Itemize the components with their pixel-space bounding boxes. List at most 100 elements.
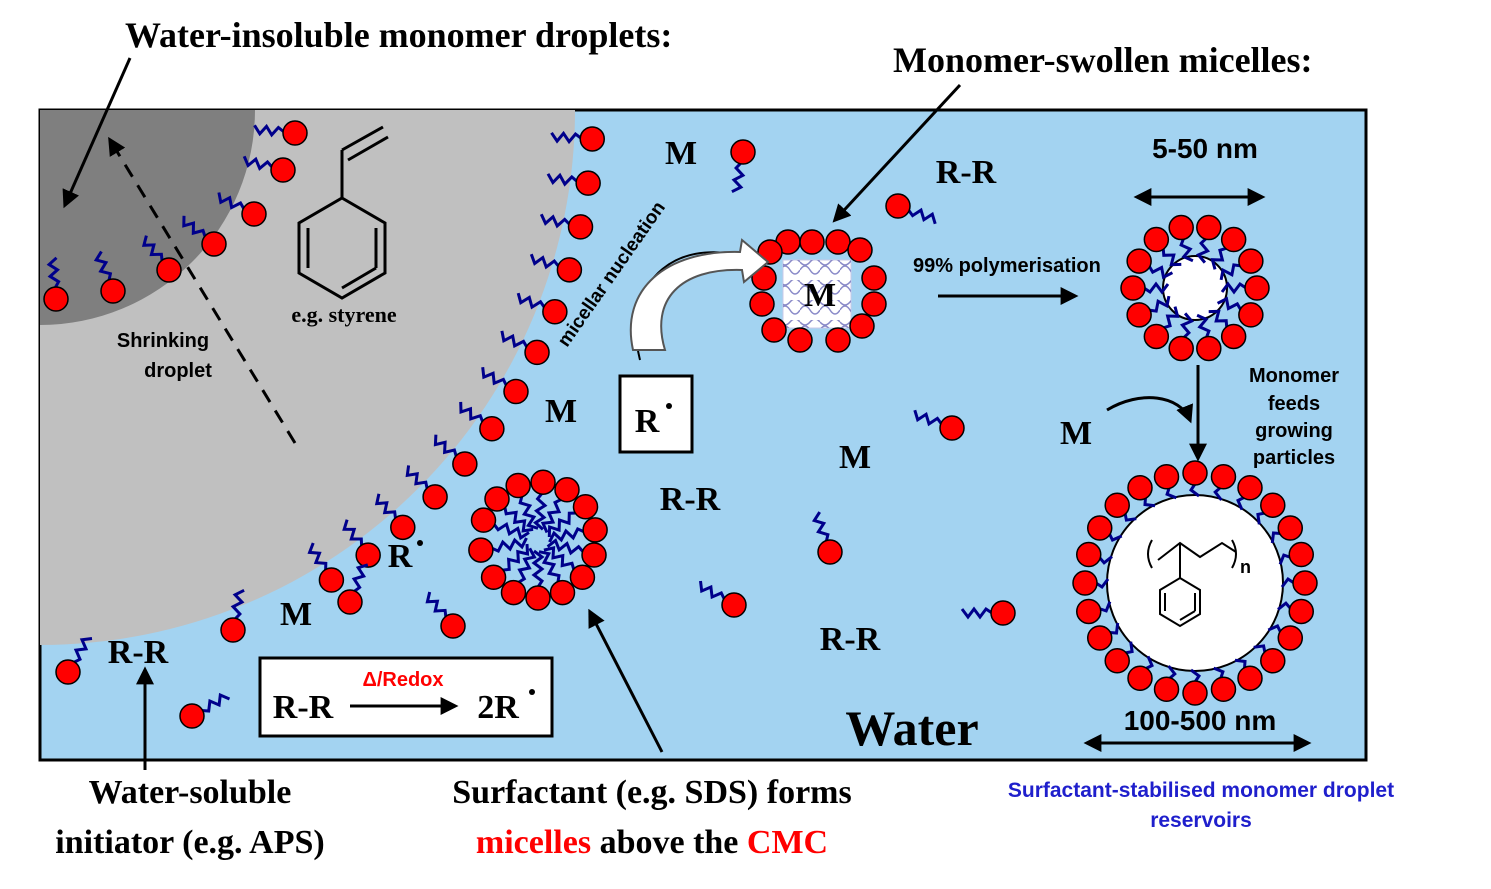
- dimer-label-2: R-R: [660, 481, 721, 518]
- reaction-condition: Δ/Redox: [362, 669, 443, 691]
- swollen-micelle-monomer: M: [804, 277, 836, 314]
- surfactant-head: [581, 542, 607, 568]
- radical-dot-free: [417, 540, 423, 546]
- surfactant-tail: [425, 591, 448, 618]
- surfactant-tail: [1179, 312, 1195, 339]
- surfactant-head: [484, 486, 510, 512]
- micelles-title-arrow: [832, 83, 962, 223]
- surfactant-head: [575, 170, 601, 196]
- surfactant-tail: [1124, 641, 1134, 655]
- small-particle-heads: [1120, 214, 1270, 362]
- surfactant-tail: [529, 253, 561, 270]
- free-micelle: [468, 469, 608, 611]
- surfactant-head: [1292, 570, 1318, 596]
- surfactant-head: [1120, 275, 1146, 301]
- surfactant-tail: [517, 547, 537, 584]
- radical-box: [618, 374, 694, 454]
- surfactant-head: [179, 703, 205, 729]
- surfactant-head: [730, 139, 756, 165]
- surfactant-head: [1238, 302, 1264, 328]
- cmc-highlight: CMC: [747, 824, 828, 861]
- surfactant-tail: [1143, 497, 1156, 508]
- surfactant-tail: [1216, 296, 1243, 311]
- surfactant-head: [1126, 248, 1152, 274]
- surfactant-head: [990, 600, 1016, 626]
- surfactant-tail: [550, 130, 583, 145]
- surfactant-head: [480, 564, 507, 591]
- surfactant-head: [554, 477, 580, 503]
- surfactant-head: [468, 537, 494, 563]
- surfactant-head: [270, 157, 296, 183]
- surfactant-head: [556, 257, 583, 283]
- surfactant-head: [524, 339, 550, 366]
- surfactant-head: [505, 472, 531, 499]
- surfactant-tail: [405, 465, 429, 490]
- surfactant-tail: [253, 123, 285, 138]
- initiator-caption-2: initiator (e.g. APS): [55, 824, 324, 861]
- surfactant-tail: [1161, 248, 1182, 267]
- feeds-label-3: growing: [1255, 420, 1333, 442]
- surfactant-tail: [1167, 665, 1177, 680]
- surfactant-head: [55, 659, 81, 685]
- surfactant-tail: [374, 493, 398, 520]
- polystyrene-structure: [1147, 539, 1237, 628]
- surfactant-tail: [217, 192, 246, 210]
- surfactant-head: [787, 327, 813, 353]
- surfactant-head: [749, 291, 775, 317]
- surfactant-tail: [516, 292, 546, 310]
- styrene-structure: [297, 125, 389, 300]
- shrinking-label-1: Shrinking: [117, 330, 209, 352]
- surfactant-tail: [1143, 281, 1170, 295]
- surfactant-tail: [230, 588, 245, 621]
- reaction-box: [258, 656, 554, 738]
- surfactant-tail: [433, 434, 458, 458]
- surfactant-head: [479, 416, 505, 442]
- surfactant-head: [1237, 665, 1263, 692]
- surfactant-tail: [1188, 483, 1200, 498]
- surfactant-head: [530, 469, 556, 495]
- surfactant-head: [825, 229, 851, 255]
- dimer-label-4: R-R: [108, 634, 169, 671]
- surfactant-head: [1210, 676, 1237, 703]
- surfactant-tail: [459, 401, 485, 423]
- surfactant-tail: [907, 207, 937, 225]
- feeds-label-4: particles: [1253, 447, 1335, 469]
- surfactant-tail: [1165, 486, 1177, 500]
- surfactant-head: [1244, 275, 1270, 301]
- surfactant-tail: [546, 538, 585, 556]
- surfactant-head: [567, 214, 594, 240]
- surfactant-tail: [811, 511, 830, 543]
- surfactant-head: [1238, 248, 1264, 274]
- surfactant-head: [1168, 335, 1194, 362]
- surfactant-head: [201, 231, 227, 257]
- surfactant-tail: [492, 521, 530, 541]
- surfactant-head: [503, 378, 529, 405]
- surfactant-head: [1075, 541, 1102, 568]
- dimer-label-3: R-R: [820, 621, 881, 658]
- radical-label-free: R: [388, 538, 413, 575]
- surfactant-tail: [1256, 511, 1266, 525]
- surfactant-tail: [141, 235, 164, 262]
- surfactant-tail: [539, 213, 571, 229]
- water-label: Water: [845, 700, 978, 756]
- surfactant-head: [849, 313, 875, 339]
- surfactant-tail: [1213, 666, 1225, 680]
- polystyrene-n: n: [1240, 557, 1251, 577]
- surfactant-tail: [1195, 237, 1211, 264]
- surfactant-tail: [1190, 668, 1202, 683]
- surfactant-head: [825, 327, 851, 353]
- surfactant-tail: [481, 367, 508, 387]
- surfactant-caption-2: micelles above the CMC: [476, 824, 828, 861]
- surfactant-tail: [1196, 313, 1211, 339]
- shrinking-arrow: [108, 136, 297, 444]
- surfactant-tail: [1109, 622, 1120, 635]
- radical-box-label: R: [635, 403, 660, 440]
- surfactant-head: [470, 507, 497, 533]
- surfactant-tail: [501, 543, 530, 572]
- surfactant-head: [43, 286, 69, 312]
- shrinking-droplet-core: [40, 110, 255, 325]
- surfactant-head: [1104, 492, 1130, 518]
- surfactant-tail: [1270, 531, 1281, 544]
- surfactant-head: [1210, 463, 1237, 490]
